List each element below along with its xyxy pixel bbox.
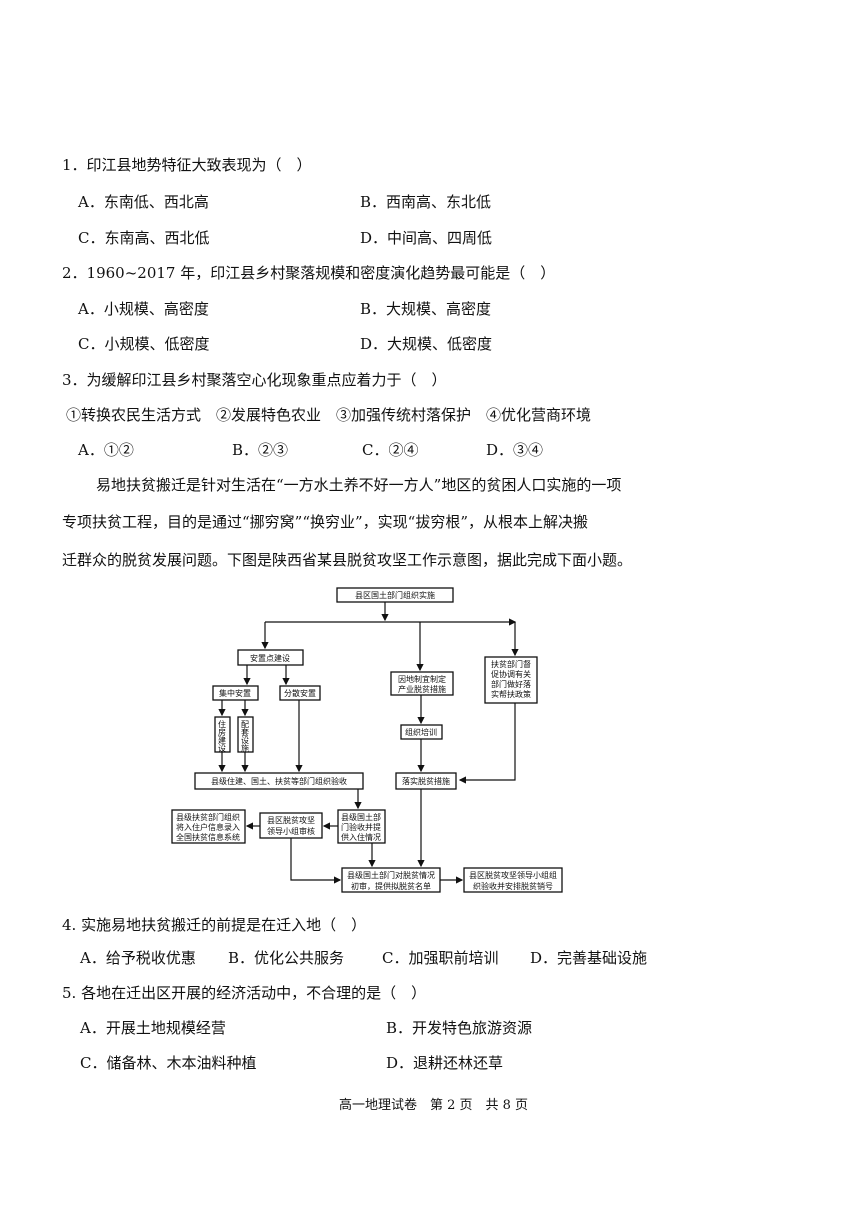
box-poverty-dept: 实帮扶政策: [491, 689, 531, 699]
option-a: A．给予税收优惠: [80, 949, 196, 967]
box-housing: 房: [218, 727, 226, 737]
box-training: 组织培训: [405, 727, 437, 737]
box-review: 县区脱贫攻坚: [267, 815, 315, 825]
option-b: B．大规模、高密度: [360, 300, 492, 318]
box-land-check: 门验收并提: [341, 822, 381, 832]
option-c: C．小规模、低密度: [78, 335, 210, 353]
box-housing: 住: [218, 719, 226, 729]
box-poverty-dept: 部门做好落: [491, 679, 531, 689]
question-stem: 3．为缓解印江县乡村聚落空心化现象重点应着力于（ ）: [62, 371, 447, 389]
question-stem: 4. 实施易地扶贫搬迁的前提是在迁入地（ ）: [62, 916, 367, 934]
passage-line: 易地扶贫搬迁是针对生活在“一方水土养不好一方人”地区的贫困人口实施的一项: [96, 476, 622, 494]
box-poverty-dept: 促协调有关: [491, 669, 531, 679]
box-review: 领导小组审核: [267, 826, 315, 836]
box-industry: 因地制宜制定: [398, 674, 446, 684]
box-record: 县级扶贫部门组织: [176, 812, 240, 822]
box-record: 将入住户信息录入: [176, 822, 240, 832]
option-a: A．东南低、西北高: [78, 193, 209, 211]
question-stem: 5. 各地在迁出区开展的经济活动中，不合理的是（ ）: [62, 984, 427, 1002]
box-top: 县区国土部门组织实施: [355, 590, 435, 600]
statements: ①转换农民生活方式 ②发展特色农业 ③加强传统村落保护 ④优化营商环境: [66, 406, 592, 424]
box-central: 集中安置: [219, 688, 251, 698]
box-prelim: 县级国土部门对脱贫情况: [347, 870, 435, 880]
box-facilities: 套: [241, 727, 249, 737]
box-land-check: 县级国土部: [341, 812, 381, 822]
passage-line: 专项扶贫工程，目的是通过“挪穷窝”“换穷业”，实现“拔穷根”，从根本上解决搬: [62, 513, 589, 531]
box-industry: 产业脱贫措施: [398, 684, 446, 694]
option-a: A．开展土地规模经营: [80, 1019, 226, 1037]
box-implement: 落实脱贫措施: [402, 776, 450, 786]
passage-line: 迁群众的脱贫发展问题。下图是陕西省某县脱贫攻坚工作示意图，据此完成下面小题。: [62, 551, 633, 569]
option-a: A．①②: [78, 441, 134, 459]
option-c: C．②④: [362, 441, 419, 459]
option-a: A．小规模、高密度: [78, 300, 209, 318]
box-facilities: 设: [241, 735, 249, 745]
box-housing: 建: [218, 735, 226, 745]
box-housing: 设: [218, 743, 226, 753]
option-c: C．加强职前培训: [382, 949, 499, 967]
option-d: D．大规模、低密度: [360, 335, 493, 353]
option-b: B．西南高、东北低: [360, 193, 492, 211]
box-record: 全国扶贫信息系统: [176, 832, 240, 842]
option-b: B．优化公共服务: [228, 949, 345, 967]
option-c: C．储备林、木本油料种植: [80, 1054, 257, 1072]
box-site: 安置点建设: [250, 653, 290, 663]
option-d: D．中间高、四周低: [360, 229, 493, 247]
question-stem: 2．1960~2017 年，印江县乡村聚落规模和密度演化趋势最可能是（ ）: [62, 264, 556, 282]
box-final: 织验收并安排脱贫销号: [473, 881, 553, 891]
option-d: D．完善基础设施: [530, 949, 648, 967]
box-scattered: 分散安置: [284, 688, 316, 698]
option-b: B．开发特色旅游资源: [386, 1019, 533, 1037]
box-final: 县区脱贫攻坚领导小组组: [469, 870, 557, 880]
option-c: C．东南高、西北低: [78, 229, 210, 247]
box-prelim: 初审，提供拟脱贫名单: [351, 881, 431, 891]
flowchart-diagram: 县区国土部门组织实施 安置点建设 集中安置 分散安置 住 房 建 设 配 套 设…: [171, 587, 563, 893]
option-b: B．②③: [232, 441, 289, 459]
box-facilities: 施: [241, 743, 249, 753]
page-footer: 高一地理试卷 第 2 页 共 8 页: [338, 1098, 529, 1113]
option-d: D．③④: [486, 441, 544, 459]
box-facilities: 配: [241, 720, 249, 729]
box-poverty-dept: 扶贫部门督: [491, 659, 531, 669]
box-acceptance: 县级住建、国土、扶贫等部门组织验收: [211, 776, 347, 786]
box-land-check: 供入住情况: [341, 832, 381, 842]
option-d: D．退耕还林还草: [386, 1054, 504, 1072]
question-stem: 1．印江县地势特征大致表现为（ ）: [62, 156, 312, 174]
